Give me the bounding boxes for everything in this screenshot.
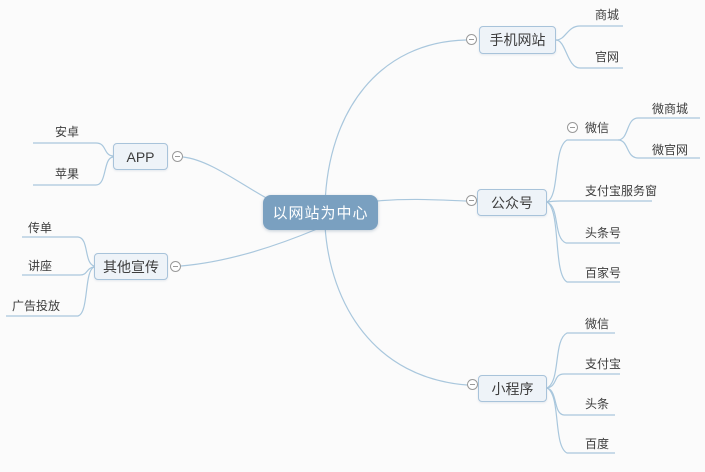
connector-lecture bbox=[22, 266, 95, 276]
connector-baijia-account bbox=[546, 201, 620, 283]
collapse-icon-official-account[interactable] bbox=[466, 195, 477, 206]
topic-official-account[interactable]: 公众号 bbox=[477, 189, 547, 216]
connector-root-official-account bbox=[376, 198, 467, 202]
collapse-icon-other-promotion[interactable] bbox=[170, 261, 181, 272]
subtopic-wechat-mp[interactable]: 微信 bbox=[585, 317, 610, 331]
connector-wechat-mp bbox=[546, 332, 615, 389]
subtopic-flyer[interactable]: 传单 bbox=[28, 221, 53, 235]
subtopic-mall[interactable]: 商城 bbox=[595, 8, 620, 22]
subtopic-wechat[interactable]: 微信 bbox=[585, 121, 610, 135]
topic-other-promotion[interactable]: 其他宣传 bbox=[94, 253, 168, 280]
subtopic-toutiao-mp[interactable]: 头条 bbox=[585, 397, 610, 411]
subtopic-apple[interactable]: 苹果 bbox=[55, 167, 80, 181]
subtopic-lecture[interactable]: 讲座 bbox=[28, 259, 53, 273]
topic-mobile-website[interactable]: 手机网站 bbox=[479, 26, 556, 54]
connector-alipay-service bbox=[546, 200, 652, 203]
root-topic[interactable]: 以网站为中心 bbox=[263, 195, 378, 230]
subtopic-alipay-service[interactable]: 支付宝服务窗 bbox=[585, 184, 658, 198]
topic-mini-program[interactable]: 小程序 bbox=[478, 375, 547, 402]
subtopic-official-site[interactable]: 官网 bbox=[595, 50, 620, 64]
connector-root-app bbox=[182, 156, 271, 201]
connector-apple bbox=[33, 156, 114, 186]
subtopic-baijia-account[interactable]: 百家号 bbox=[585, 266, 622, 280]
connector-root-other-promotion bbox=[180, 228, 318, 267]
connector-wechat-site bbox=[617, 139, 700, 159]
subtopic-baidu-mp[interactable]: 百度 bbox=[585, 437, 610, 451]
connector-root-mini-program bbox=[324, 225, 468, 386]
subtopic-ad-placement[interactable]: 广告投放 bbox=[12, 299, 61, 313]
collapse-icon-app[interactable] bbox=[172, 151, 183, 162]
connector-wechat bbox=[546, 139, 618, 203]
subtopic-toutiao-account[interactable]: 头条号 bbox=[585, 226, 622, 240]
connector-official-site bbox=[555, 39, 623, 69]
connector-mall bbox=[555, 25, 623, 41]
subtopic-wechat-mall[interactable]: 微商城 bbox=[652, 102, 689, 116]
topic-app[interactable]: APP bbox=[113, 143, 168, 170]
connector-flyer bbox=[22, 236, 95, 267]
connector-alipay-mp bbox=[546, 373, 620, 389]
subtopic-wechat-site[interactable]: 微官网 bbox=[652, 143, 689, 157]
collapse-icon-mobile-website[interactable] bbox=[466, 34, 477, 45]
connector-android bbox=[33, 142, 114, 157]
connector-ad-placement bbox=[6, 266, 95, 317]
connector-wechat-mall bbox=[617, 117, 700, 141]
subtopic-alipay-mp[interactable]: 支付宝 bbox=[585, 357, 622, 371]
connector-root-mobile-website bbox=[324, 39, 467, 206]
collapse-icon-wechat[interactable] bbox=[567, 122, 578, 133]
connector-baidu-mp bbox=[546, 387, 615, 454]
subtopic-android[interactable]: 安卓 bbox=[55, 125, 80, 139]
collapse-icon-mini-program[interactable] bbox=[467, 379, 478, 390]
